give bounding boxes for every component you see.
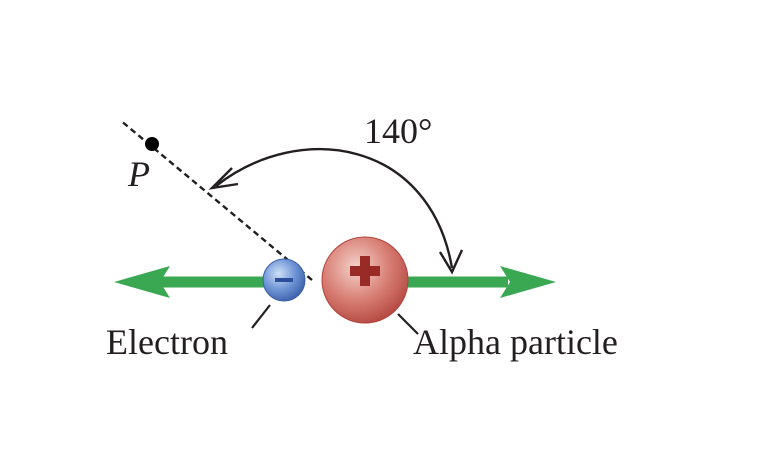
plus-sign-icon (350, 256, 380, 286)
electron-label: Electron (106, 322, 228, 362)
angle-arc-arrow (208, 148, 464, 275)
alpha-leader-line (397, 313, 419, 335)
alpha-particle (321, 236, 409, 324)
electron-leader-line (251, 304, 271, 329)
angle-label: 140° (364, 111, 432, 151)
electron-particle (262, 258, 306, 302)
electron-velocity-arrow (114, 266, 282, 298)
alpha-label: Alpha particle (413, 322, 618, 362)
point-p-dot (145, 137, 159, 151)
minus-sign-icon (275, 278, 293, 282)
dashed-line-to-p (119, 119, 313, 281)
point-p-label: P (127, 154, 150, 194)
